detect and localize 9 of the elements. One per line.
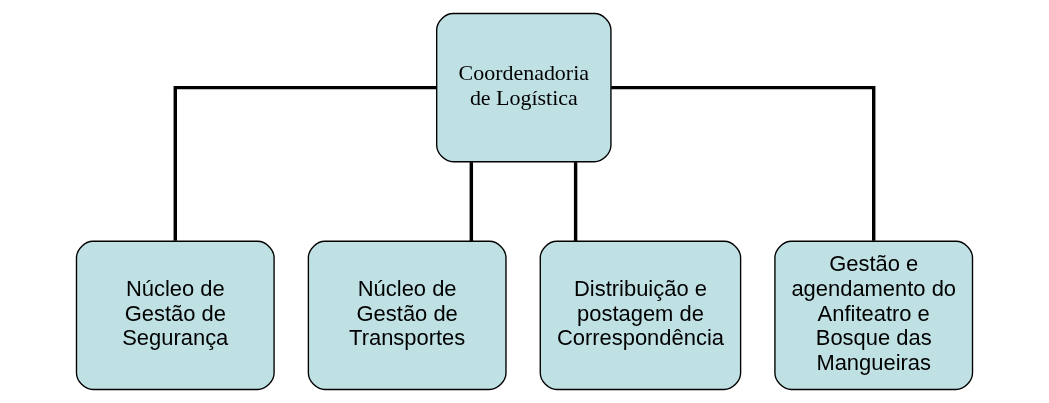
node-box: Gestão e agendamento do Anfiteatro e Bosque das Mangueiras xyxy=(774,240,974,391)
node-box: Núcleo de Gestão de Segurança xyxy=(75,240,275,391)
node-box: Núcleo de Gestão de Transportes xyxy=(307,240,507,391)
connector xyxy=(173,85,437,241)
node-box: Coordenadoria de Logística xyxy=(436,12,612,163)
connector xyxy=(469,162,474,242)
connector xyxy=(573,162,578,242)
node-box: Distribuição e postagem de Correspondência xyxy=(539,240,742,391)
connector xyxy=(611,85,876,241)
